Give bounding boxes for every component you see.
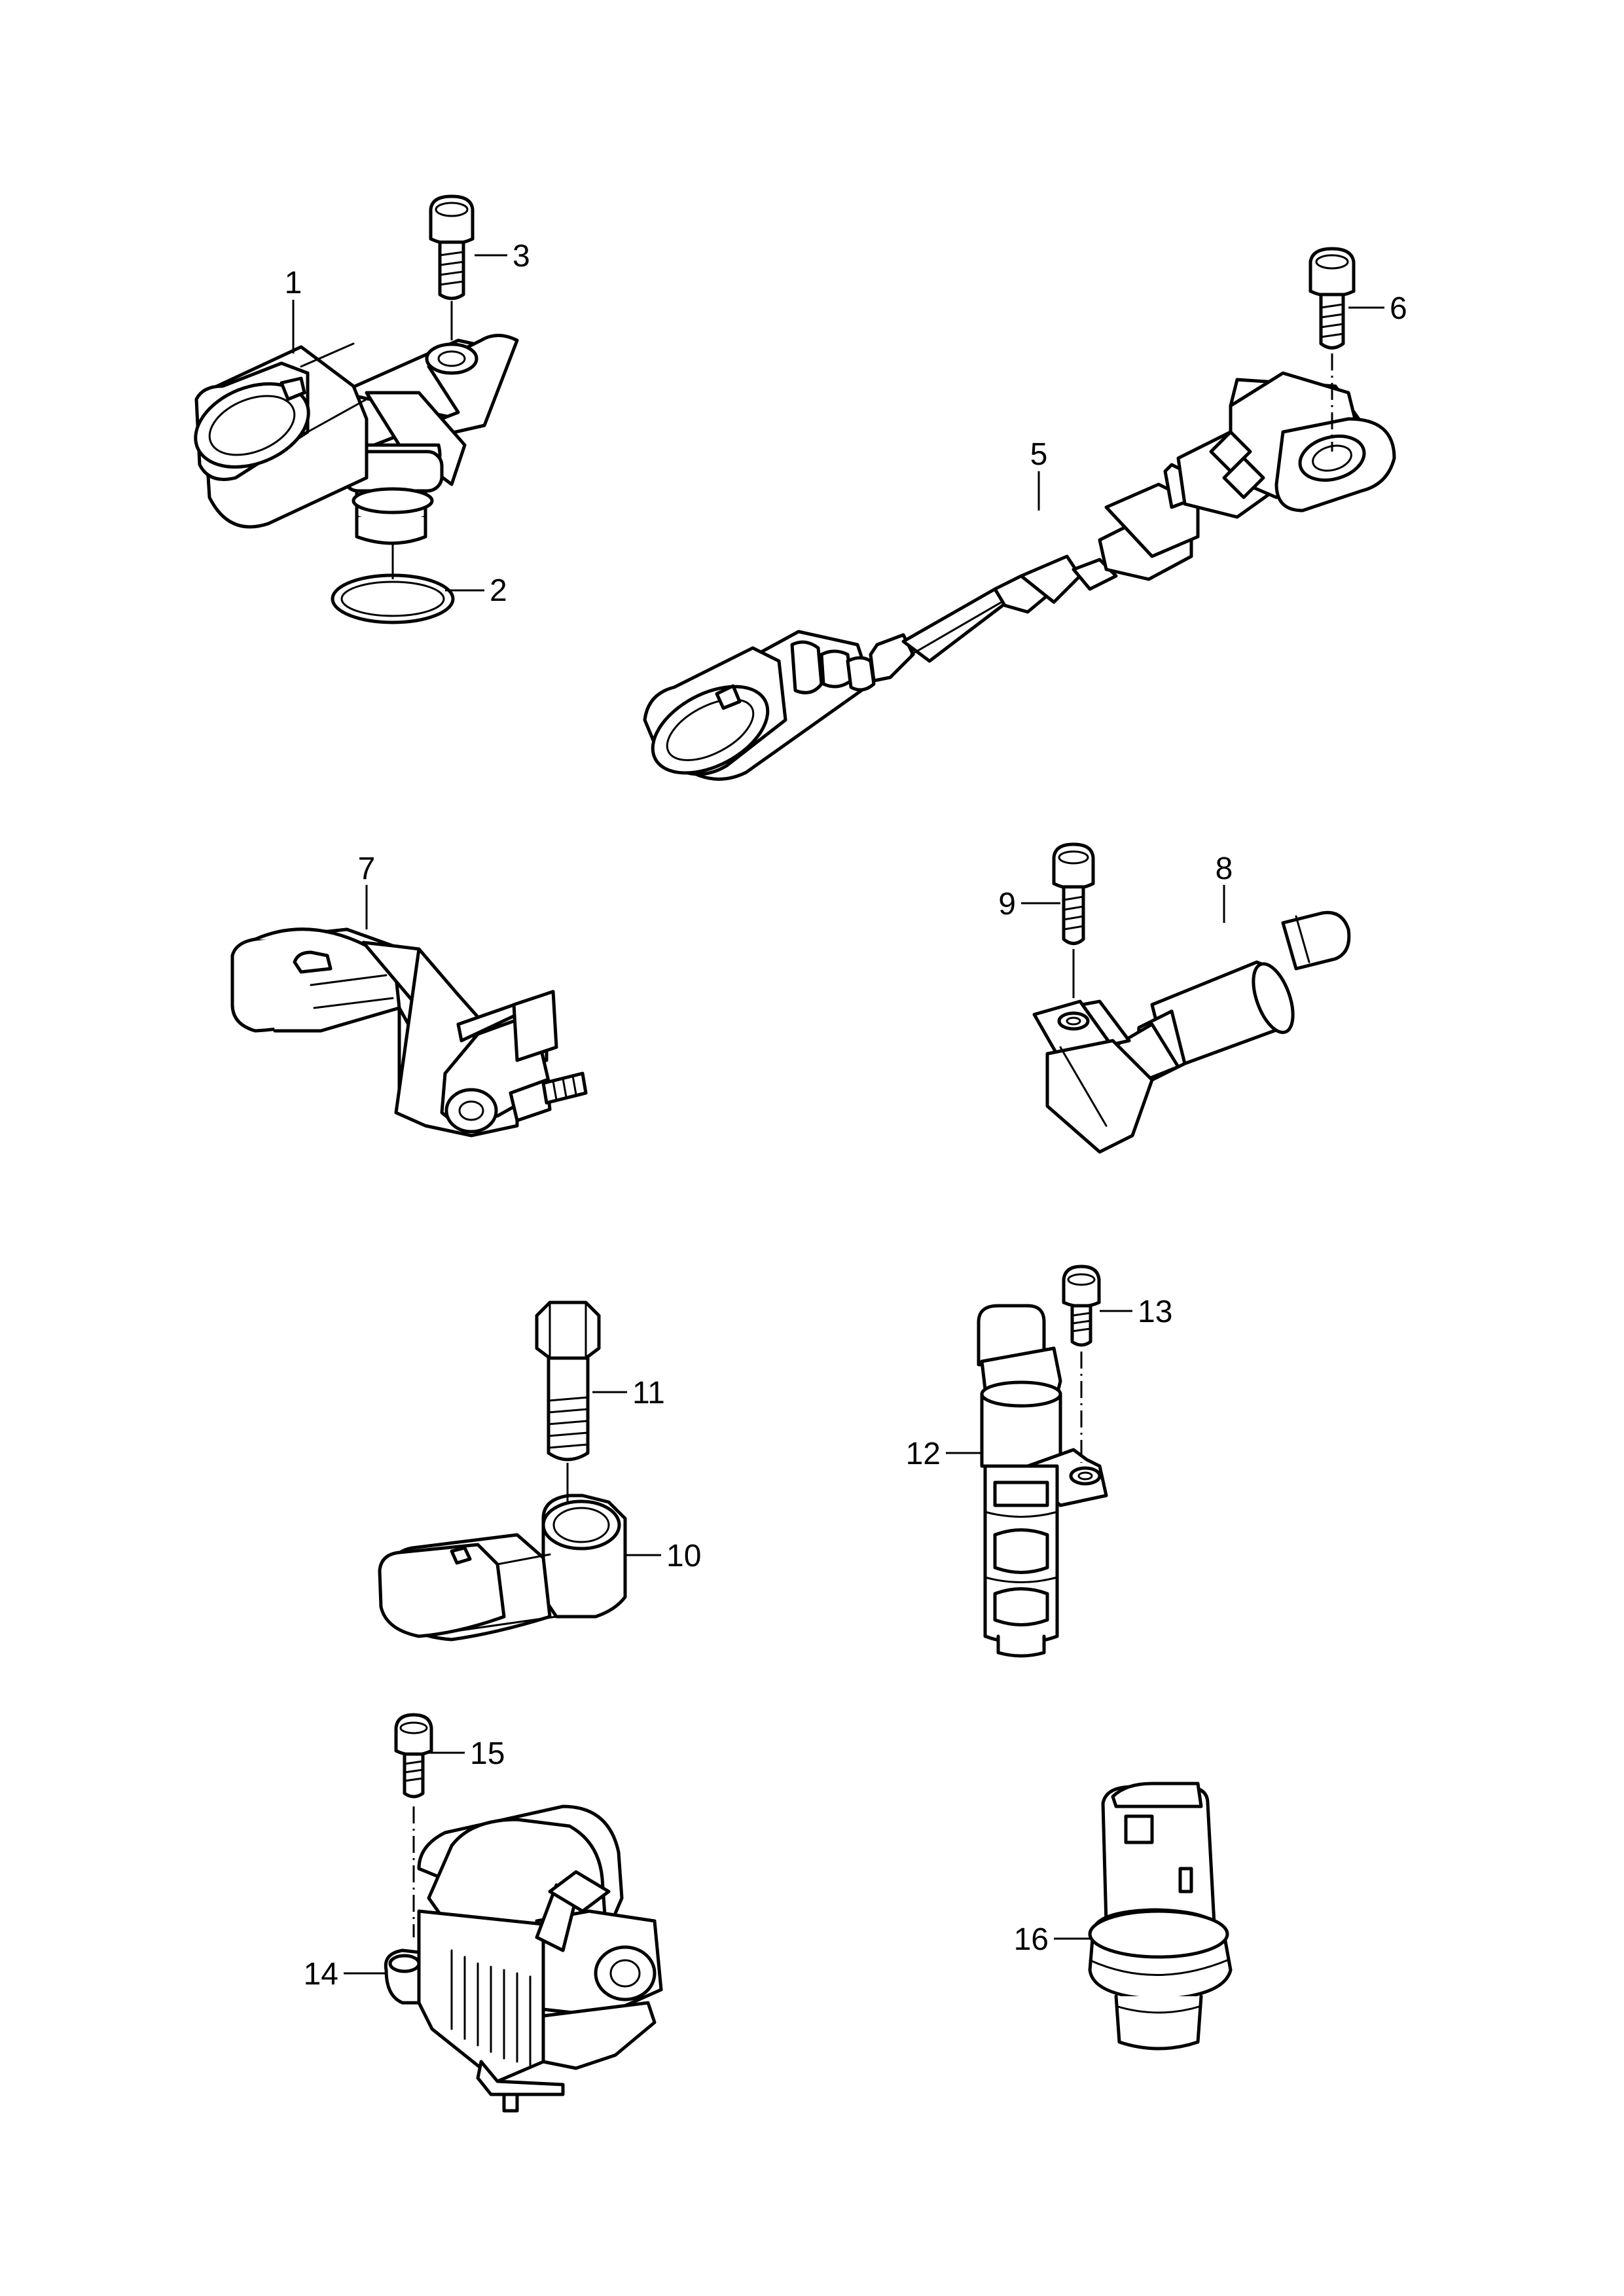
callout-11: 11 (632, 1376, 665, 1410)
part-7-sensor[interactable] (230, 927, 588, 1138)
part-11-bolt[interactable] (535, 1300, 601, 1462)
callout-12: 12 (906, 1437, 941, 1471)
callout-9: 9 (998, 887, 1016, 922)
callout-6: 6 (1390, 291, 1407, 326)
callout-2: 2 (490, 573, 507, 608)
callout-7: 7 (358, 852, 376, 886)
part-3-bolt[interactable] (429, 194, 475, 300)
callout-10: 10 (666, 1539, 701, 1573)
part-16-pressure-switch[interactable] (1088, 1782, 1233, 2051)
part-13-bolt[interactable] (1062, 1265, 1101, 1347)
part-15-bolt[interactable] (394, 1713, 433, 1799)
callout-8: 8 (1216, 852, 1233, 886)
callout-13: 13 (1138, 1295, 1172, 1329)
part-8-sensor[interactable] (1032, 910, 1351, 1154)
part-5-cable-sensor[interactable] (638, 371, 1396, 791)
callout-3: 3 (513, 239, 530, 274)
part-12-solenoid[interactable] (977, 1304, 1108, 1658)
callout-5: 5 (1030, 437, 1048, 472)
part-6-bolt[interactable] (1308, 247, 1356, 350)
part-2-o-ring[interactable] (331, 573, 455, 624)
callout-labels: 1 2 3 5 6 7 8 9 10 11 12 13 14 15 16 (285, 239, 1407, 1992)
callout-14: 14 (304, 1957, 338, 1992)
part-9-bolt[interactable] (1052, 842, 1095, 945)
part-1-sensor[interactable] (183, 334, 519, 545)
callout-leaders (292, 254, 1384, 1975)
part-14-sensor[interactable] (384, 1804, 663, 2113)
callout-1: 1 (285, 266, 302, 300)
callout-15: 15 (470, 1736, 505, 1771)
part-10-sensor[interactable] (378, 1494, 627, 1641)
callout-16: 16 (1014, 1922, 1049, 1957)
